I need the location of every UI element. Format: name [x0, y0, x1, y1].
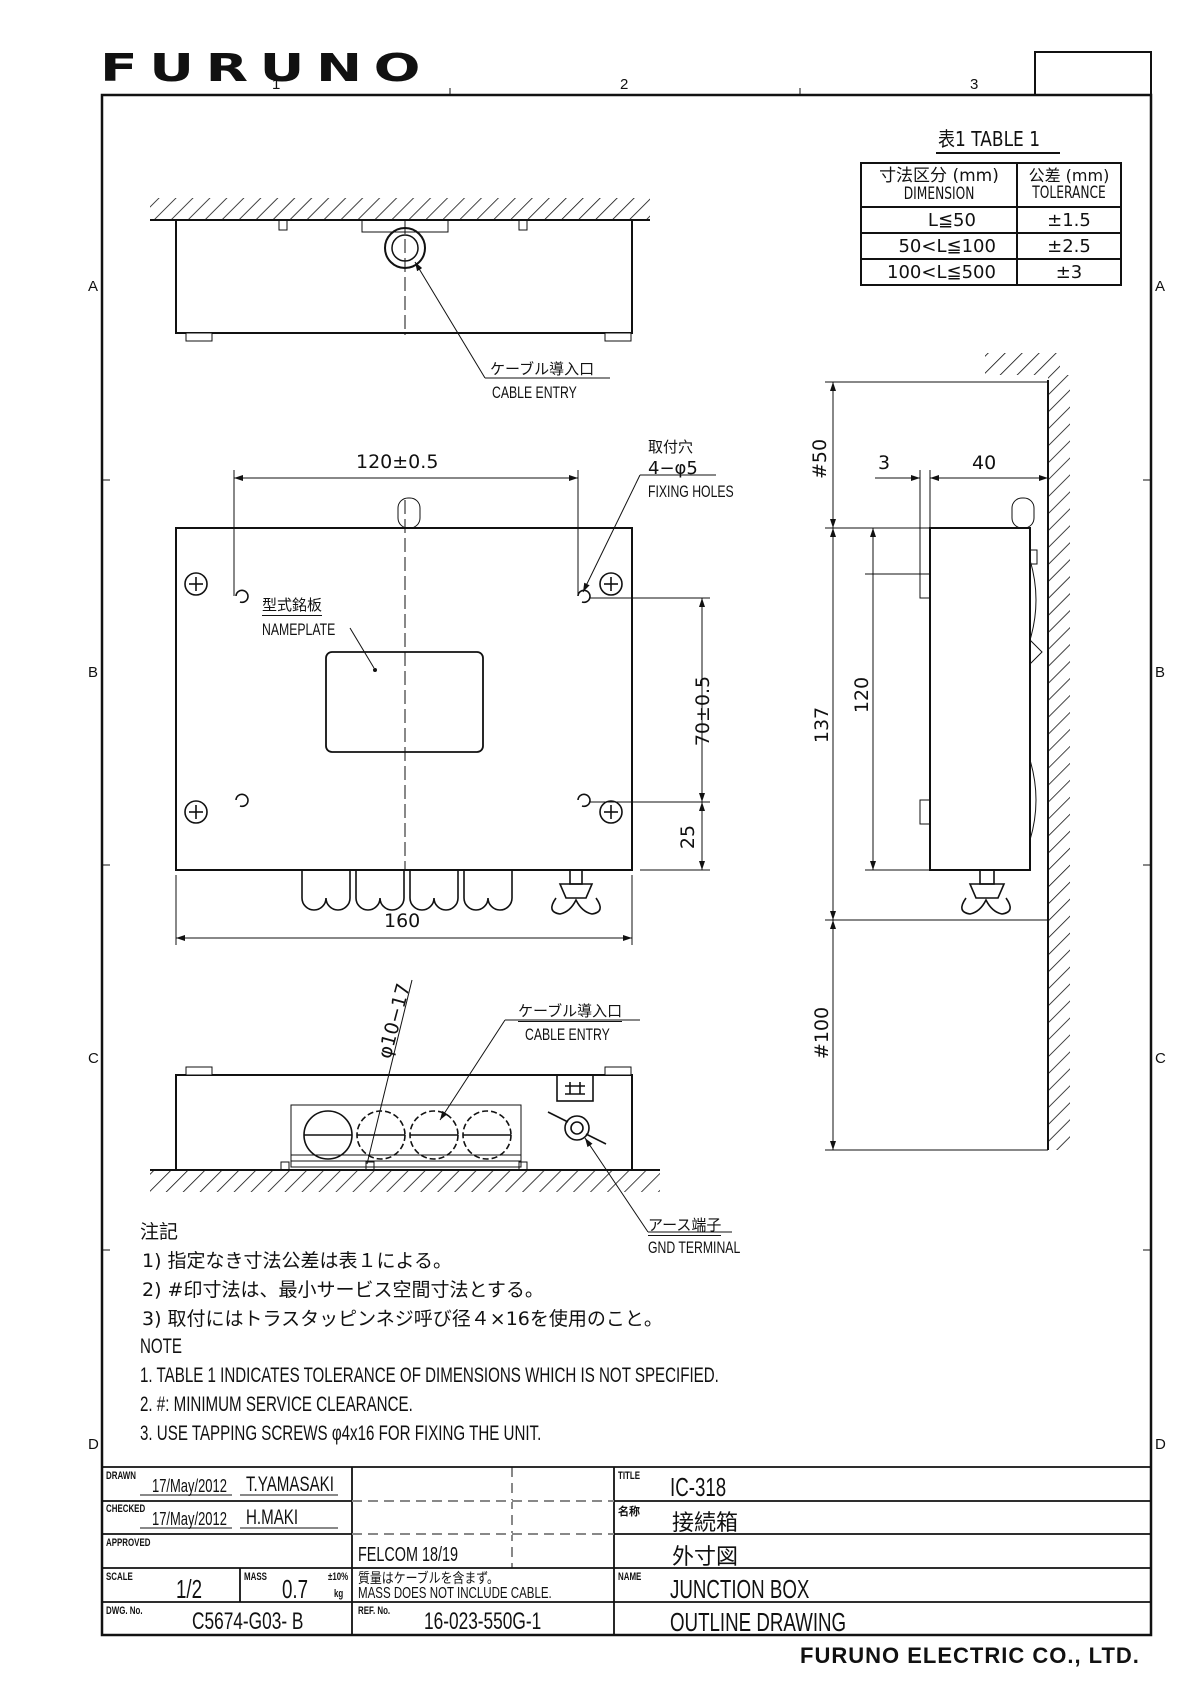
dim-160-width: 160 [384, 910, 421, 932]
scale-label: SCALE [106, 1571, 133, 1583]
title-label: TITLE [618, 1470, 641, 1482]
name-jp: 接続箱 [672, 1511, 739, 1536]
notes-jp-item: 1) 指定なき寸法公差は表１による。 [142, 1250, 452, 1272]
dim-137-height: 137 [811, 706, 834, 744]
fixing-holes-label: FIXING HOLES [648, 482, 734, 501]
ref-no-label: REF. No. [358, 1605, 391, 1617]
approved-label: APPROVED [106, 1537, 151, 1549]
mass-unit: kg [334, 1588, 344, 1600]
name-label: NAME [618, 1571, 642, 1583]
company-name: FURUNO ELECTRIC CO., LTD. [800, 1643, 1140, 1668]
cable-entry-label-bottom: CABLE ENTRY [525, 1025, 610, 1044]
grid-row-a-right: A [1155, 278, 1166, 295]
gnd-terminal-label-jp: アース端子 [648, 1216, 722, 1236]
dim-120-side: 120 [851, 676, 874, 714]
grid-row-b-left: B [88, 664, 99, 681]
ref-no: 16-023-550G-1 [424, 1608, 542, 1635]
table-row: L≦50 [860, 206, 1018, 234]
felcom-model: FELCOM 18/19 [358, 1544, 459, 1566]
dwg-no: C5674-G03- B [192, 1608, 304, 1635]
mass-note-jp: 質量はケーブルを含まず。 [358, 1571, 499, 1587]
mass-label: MASS [244, 1571, 267, 1583]
dim-25: 25 [677, 824, 700, 850]
table-row: 100<L≦500 [860, 258, 1018, 286]
notes-jp-title: 注記 [140, 1221, 179, 1243]
notes-jp-item: 2) #印寸法は、最小サービス空間寸法とする。 [142, 1279, 544, 1301]
checked-date: 17/May/2012 [152, 1509, 227, 1529]
mass-value: 0.7 [282, 1574, 309, 1604]
table1-caption: 表1 TABLE 1 [936, 123, 1061, 154]
dim-70-hole-spacing: 70±0.5 [692, 675, 715, 747]
grid-col-3: 3 [970, 76, 979, 93]
drawn-date: 17/May/2012 [152, 1476, 227, 1496]
nameplate-label-jp: 型式銘板 [262, 596, 323, 616]
grid-col-1: 1 [272, 76, 281, 93]
checked-by: H.MAKI [246, 1506, 299, 1529]
dim-100-clearance: #100 [811, 1006, 834, 1060]
table-cell: ±1.5 [1015, 206, 1123, 234]
grid-row-a-left: A [88, 278, 99, 295]
mass-note-en: MASS DOES NOT INCLUDE CABLE. [358, 1585, 552, 1602]
name-jp-label: 名称 [618, 1506, 640, 1518]
table-row: 50<L≦100 [860, 232, 1018, 260]
name-en-2: OUTLINE DRAWING [670, 1607, 847, 1637]
notes-en-item: 1. TABLE 1 INDICATES TOLERANCE OF DIMENS… [140, 1364, 719, 1387]
table1-header-tolerance: 公差 (mm) TOLERANCE [1015, 162, 1123, 208]
name-en: JUNCTION BOX [670, 1574, 810, 1604]
notes-jp-item: 3) 取付にはトラスタッピンネジ呼び径４×16を使用のこと。 [142, 1308, 663, 1330]
table1-header-dimension: 寸法区分 (mm) DIMENSION [860, 162, 1018, 208]
name-jp-2: 外寸図 [672, 1545, 739, 1570]
grid-row-d-left: D [88, 1436, 99, 1453]
gnd-terminal-label: GND TERMINAL [648, 1238, 741, 1257]
mass-tolerance: ±10% [328, 1571, 349, 1583]
dim-40-depth: 40 [972, 452, 997, 474]
dwg-no-label: DWG. No. [106, 1605, 143, 1617]
table-cell: ±2.5 [1015, 232, 1123, 260]
cable-entry-label-jp-top: ケーブル導入口 [490, 360, 595, 378]
cable-entry-label-top: CABLE ENTRY [492, 383, 577, 402]
fixing-holes-count: 4−φ5 [648, 458, 698, 479]
notes-en-item: 3. USE TAPPING SCREWS φ4x16 FOR FIXING T… [140, 1422, 542, 1445]
drawn-label: DRAWN [106, 1470, 136, 1482]
table-cell: ±3 [1015, 258, 1123, 286]
dim-120-hole-spacing: 120±0.5 [356, 451, 439, 473]
grid-row-c-left: C [88, 1050, 99, 1067]
fixing-holes-label-jp: 取付穴 [648, 438, 694, 456]
checked-label: CHECKED [106, 1503, 146, 1515]
scale-value: 1/2 [176, 1574, 203, 1604]
dim-3: 3 [878, 452, 891, 474]
dim-50-clearance: #50 [809, 438, 832, 480]
grid-col-2: 2 [620, 76, 629, 93]
grid-row-c-right: C [1155, 1050, 1166, 1067]
cable-entry-label-jp-bottom: ケーブル導入口 [518, 1002, 623, 1022]
notes-en-title: NOTE [140, 1335, 183, 1358]
grid-row-b-right: B [1155, 664, 1166, 681]
tolerance-table: 寸法区分 (mm) DIMENSION 公差 (mm) TOLERANCE L≦… [860, 162, 1123, 290]
nameplate-label: NAMEPLATE [262, 620, 336, 639]
notes-en-item: 2. #: MINIMUM SERVICE CLEARANCE. [140, 1393, 413, 1416]
furuno-logo: FURUNO [100, 46, 433, 90]
drawn-by: T.YAMASAKI [246, 1473, 334, 1496]
grid-row-d-right: D [1155, 1436, 1166, 1453]
drawing-title: IC-318 [670, 1472, 727, 1502]
